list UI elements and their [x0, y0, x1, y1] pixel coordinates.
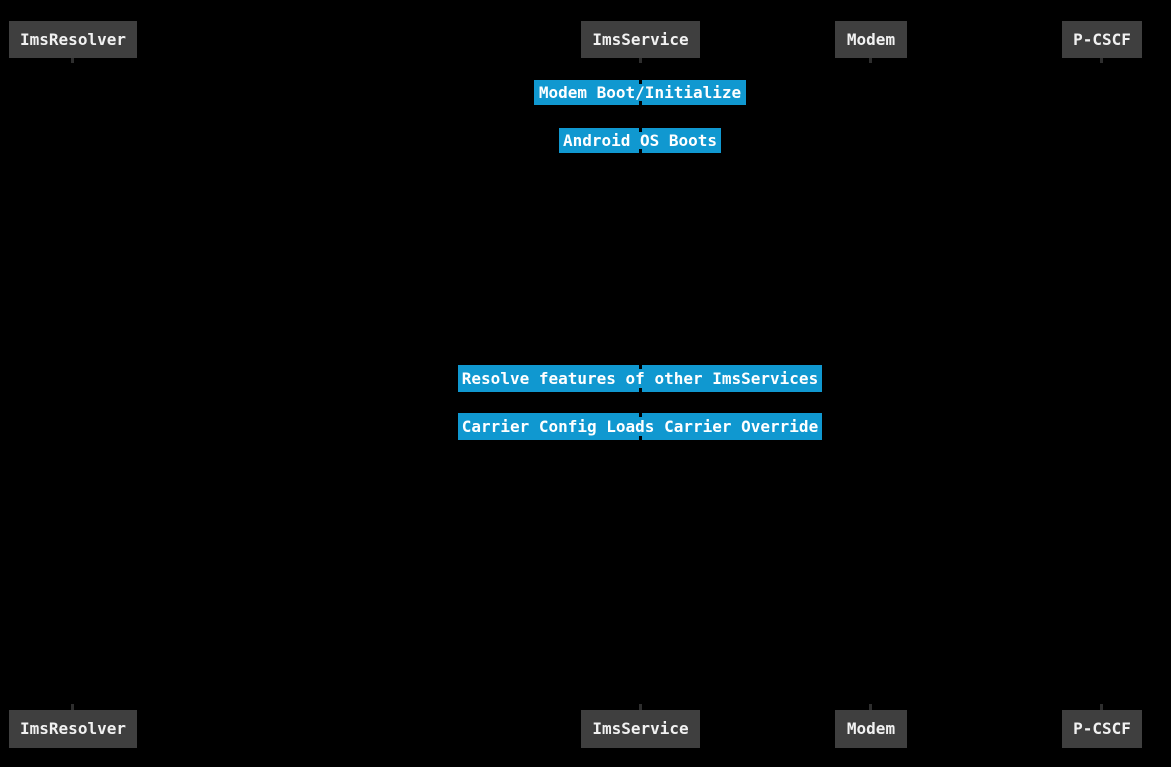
participant-pcscf-top: P-CSCF: [1062, 21, 1142, 58]
lifeline-dash: [639, 149, 642, 153]
note-android-os-boots: Android OS Boots: [559, 128, 721, 153]
note-modem-boot-initialize: Modem Boot/Initialize: [534, 80, 746, 105]
lifeline-tick: [1100, 704, 1103, 710]
note-carrier-config-override: Carrier Config Loads Carrier Override: [458, 413, 822, 440]
participant-imsresolver-bottom: ImsResolver: [9, 710, 137, 748]
lifeline-tick: [869, 704, 872, 710]
lifeline-tick: [869, 58, 872, 63]
participant-modem-bottom: Modem: [835, 710, 907, 748]
lifeline-dash: [639, 413, 642, 417]
lifeline-dash: [639, 388, 642, 392]
participant-modem-top: Modem: [835, 21, 907, 58]
lifeline-tick: [71, 58, 74, 63]
lifeline-tick: [71, 704, 74, 710]
participant-imsservice-bottom: ImsService: [581, 710, 700, 748]
participant-imsresolver-top: ImsResolver: [9, 21, 137, 58]
lifeline-tick: [1100, 58, 1103, 63]
lifeline-tick: [639, 58, 642, 63]
lifeline-dash: [639, 128, 642, 132]
participant-imsservice-top: ImsService: [581, 21, 700, 58]
lifeline-dash: [639, 365, 642, 369]
note-resolve-features: Resolve features of other ImsServices: [458, 365, 822, 392]
lifeline-dash: [639, 80, 642, 84]
lifeline-dash: [639, 101, 642, 105]
lifeline-tick: [639, 704, 642, 710]
participant-pcscf-bottom: P-CSCF: [1062, 710, 1142, 748]
lifeline-dash: [639, 436, 642, 440]
